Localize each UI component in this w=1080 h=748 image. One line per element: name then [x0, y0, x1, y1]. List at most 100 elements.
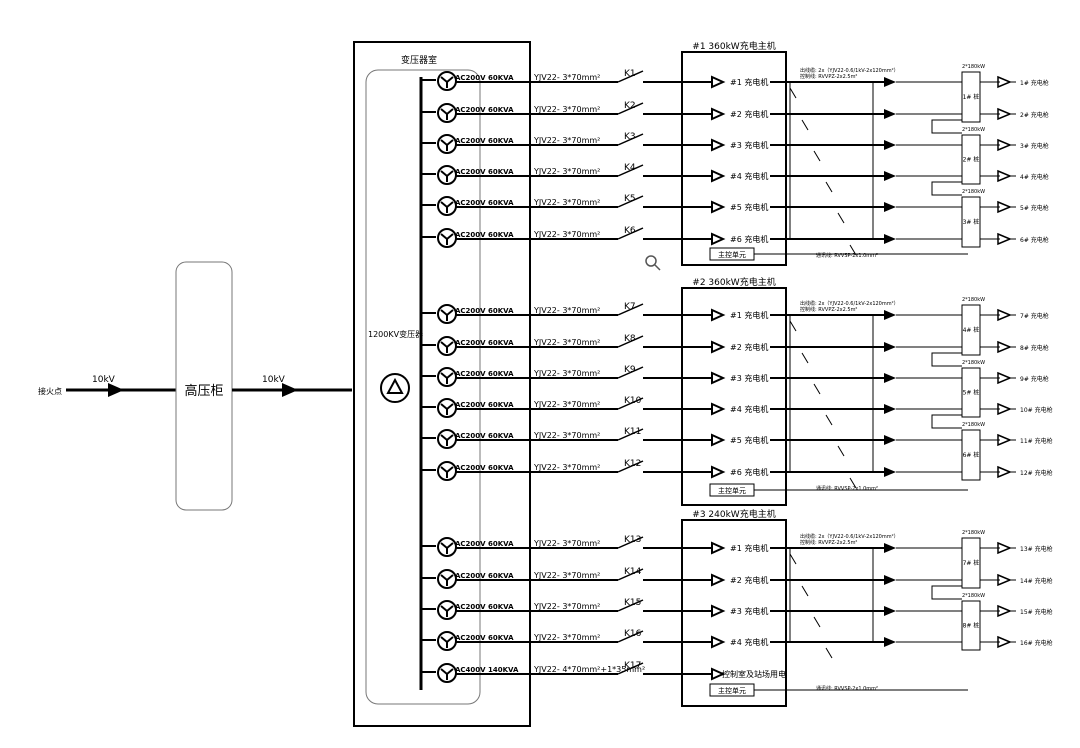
feeder-capacity-label: 60KVA [488, 231, 514, 239]
gun-arrow-icon [997, 635, 1012, 649]
pile-name-label: 6# 桩 [963, 451, 980, 459]
control-cable-label: 控制线: RVVPZ-2x2.5m² [800, 539, 857, 546]
feeder-voltage-label: AC200V [455, 339, 486, 347]
charging-gun-label: 9# 充电枪 [1020, 375, 1049, 383]
breaker-label: K11 [624, 427, 641, 437]
breaker-label: K2 [624, 101, 636, 111]
charger-arrow-icon [711, 433, 726, 447]
contactor-icon [813, 383, 821, 395]
charger-arrow-icon [711, 232, 726, 246]
charging-pile-box [961, 196, 981, 248]
charger-arrow-icon [711, 107, 726, 121]
transformer-room-title: 变压器室 [401, 54, 437, 66]
breaker-label: K17 [624, 661, 641, 671]
feeder-capacity-label: 60KVA [488, 137, 514, 145]
charging-gun-label: 6# 充电枪 [1020, 236, 1049, 244]
charger-arrow-icon [711, 465, 726, 479]
pile-name-label: 2# 桩 [963, 156, 980, 164]
pile-name-label: 1# 桩 [963, 93, 980, 101]
gun-arrow-icon [997, 138, 1012, 152]
feeder-cable-label: YJV22- 3*70mm² [533, 198, 600, 207]
charger-arrow-icon [711, 340, 726, 354]
out-cable-label: 出线缆: 2x（YJV22-0.6/1kV-2x120mm²） [800, 67, 899, 74]
feeder-cable-label: YJV22- 3*70mm² [533, 400, 600, 409]
breaker-label: K15 [624, 598, 641, 608]
control-cable-label: 控制线: RVVPZ-2x2.5m² [800, 306, 857, 313]
wye-winding-icon [437, 228, 457, 248]
charger-label: #2 充电机 [730, 342, 768, 352]
charger-label: #6 充电机 [730, 234, 768, 244]
feeder-voltage-label: AC200V [455, 199, 486, 207]
feeder-cable-label: YJV22- 3*70mm² [533, 602, 600, 611]
feeder-cable-label: YJV22- 3*70mm² [533, 633, 600, 642]
breaker-switch-icon [617, 227, 644, 240]
gun-arrow-icon [997, 232, 1012, 246]
transformer-room-frame [353, 41, 531, 727]
gun-arrow-icon [997, 200, 1012, 214]
feeder-capacity-label: 140KVA [488, 666, 519, 674]
wye-winding-icon [437, 600, 457, 620]
wye-winding-icon [437, 304, 457, 324]
breaker-switch-icon [617, 662, 644, 675]
gun-arrow-icon [997, 402, 1012, 416]
source-voltage-label: 10kV [92, 375, 116, 385]
host-title: #2 360kW充电主机 [692, 276, 775, 288]
transformer-enclosure [365, 69, 481, 705]
wye-winding-icon [437, 631, 457, 651]
charging-host-1: #1 360kW充电主机#1 充电机#2 充电机#3 充电机#4 充电机#5 充… [681, 40, 1049, 266]
output-arrow-icon [884, 109, 896, 119]
magnifier-icon[interactable] [645, 255, 661, 271]
control-cable-label: 控制线: RVVPZ-2x2.5m² [800, 73, 857, 80]
charger-arrow-icon [711, 604, 726, 618]
feeder-voltage-label: AC200V [455, 634, 486, 642]
feeder-voltage-label: AC200V [455, 106, 486, 114]
source-label: 接火点 [38, 386, 62, 396]
pile-name-label: 7# 桩 [963, 559, 980, 567]
output-arrow-icon [884, 404, 896, 414]
breaker-switch-icon [617, 536, 644, 549]
breaker-label: K4 [624, 163, 636, 173]
feeder-voltage-label: AC200V [455, 603, 486, 611]
wye-winding-icon [437, 71, 457, 91]
out-cable-label: 出线缆: 2x（YJV22-0.6/1kV-2x120mm²） [800, 533, 899, 540]
charging-gun-label: 4# 充电枪 [1020, 173, 1049, 181]
charging-pile-box [961, 71, 981, 123]
breaker-switch-icon [617, 630, 644, 643]
pile-link [931, 414, 962, 429]
charging-gun-label: 7# 充电枪 [1020, 312, 1049, 320]
charging-gun-label: 5# 充电枪 [1020, 204, 1049, 212]
breaker-label: K5 [624, 194, 636, 204]
charging-pile-box [961, 304, 981, 356]
hv-cabinet [175, 261, 233, 511]
breaker-label: K12 [624, 459, 641, 469]
pile-link [931, 352, 962, 367]
output-arrow-icon [884, 637, 896, 647]
feeder-voltage-label: AC200V [455, 137, 486, 145]
charging-gun-label: 14# 充电枪 [1020, 577, 1053, 585]
breaker-switch-icon [617, 428, 644, 441]
breaker-label: K14 [624, 567, 642, 577]
charging-pile-box [961, 367, 981, 418]
contactor-icon [849, 477, 857, 489]
contactor-icon [801, 585, 809, 597]
charger-arrow-icon [711, 635, 726, 649]
wye-winding-icon [437, 398, 457, 418]
wye-winding-icon [437, 663, 457, 683]
pile-rating-label: 2*180kW [962, 360, 985, 366]
breaker-switch-icon [617, 366, 644, 379]
charger-label: #4 充电机 [730, 404, 768, 414]
host-frame [681, 519, 787, 707]
wye-winding-icon [437, 103, 457, 123]
wye-winding-icon [437, 569, 457, 589]
pile-name-label: 4# 桩 [963, 326, 980, 334]
charger-label: #1 充电机 [730, 543, 768, 553]
charging-pile-box [961, 134, 981, 185]
host-title: #3 240kW充电主机 [692, 508, 775, 520]
